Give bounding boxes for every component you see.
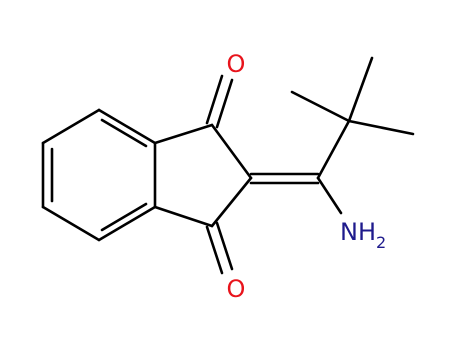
carbonyl-bottom [205, 221, 234, 275]
bond-ar-6 [41, 108, 101, 145]
oxygen-top-label: O [227, 50, 246, 78]
exocyclic-double-bond [249, 172, 320, 185]
bond-co-top-b [215, 78, 234, 129]
bond-c-tbu [316, 119, 351, 180]
bond-ar-1 [97, 108, 157, 145]
bond-ring-bottom-right [210, 176, 253, 228]
bond-tbu-me3 [347, 119, 415, 136]
amine-label: NH [340, 218, 376, 246]
bond-ar-1-inner [100, 118, 148, 148]
bond-ring-bottom [153, 205, 214, 228]
bond-co-bottom-b [215, 221, 234, 271]
bond-ar-3 [97, 205, 157, 242]
bond-ar-4 [41, 205, 101, 242]
bond-ar-3-inner [100, 202, 148, 232]
carbonyl-top [205, 74, 234, 129]
amine-subscript: 2 [376, 233, 386, 252]
bond-co-top-a [205, 74, 224, 125]
bond-ring-top-right [210, 123, 253, 180]
tert-butyl-group [290, 56, 415, 180]
bond-c-n [316, 176, 343, 215]
bond-tbu-me2 [347, 56, 374, 123]
benzene-ring [41, 108, 157, 242]
bond-ring-top [153, 123, 214, 145]
bond-tbu-me1 [290, 90, 351, 123]
cyclopentane-ring [153, 123, 253, 228]
bond-co-bottom-a [205, 225, 224, 275]
oxygen-bottom-label: O [227, 275, 246, 303]
